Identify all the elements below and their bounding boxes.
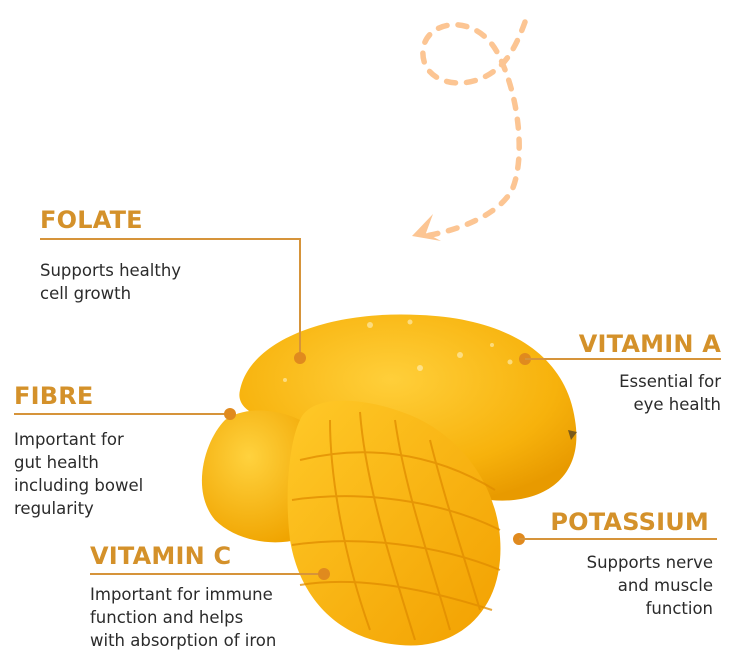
nutrient-heading: POTASSIUM (550, 508, 709, 536)
nutrient-heading: VITAMIN A (578, 330, 721, 358)
nutrient-description: Essential for eye health (619, 372, 721, 414)
nutrient-heading: VITAMIN C (90, 542, 232, 570)
nutrient-description: Important for gut health including bowel… (14, 430, 144, 518)
nutrient-heading: FOLATE (40, 206, 143, 234)
nutrient-heading: FIBRE (14, 382, 94, 410)
connector-line (525, 358, 721, 360)
connector-line (14, 413, 230, 415)
connector-dot (294, 352, 306, 364)
nutrient-description: Important for immune function and helps … (90, 585, 277, 650)
connector-dot (318, 568, 330, 580)
connector-line (40, 238, 301, 240)
nutrient-description: Supports nerve and muscle function (586, 553, 713, 618)
connector-dot (224, 408, 236, 420)
nutrient-description: Supports healthy cell growth (40, 261, 182, 303)
connector-line (299, 238, 301, 358)
connector-line (90, 573, 324, 575)
connector-line (519, 538, 717, 540)
